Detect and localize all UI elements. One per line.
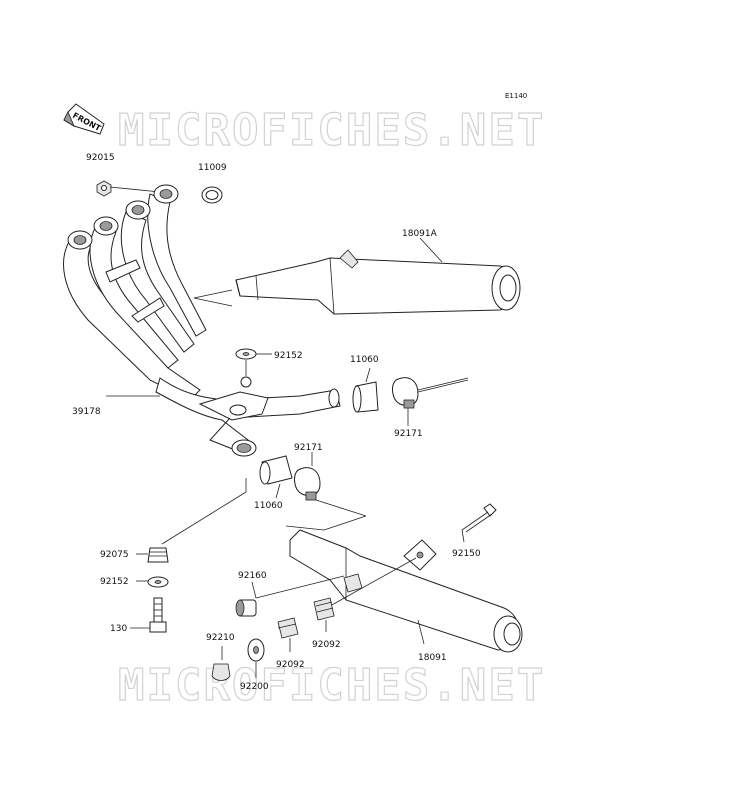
washer-92200-icon	[247, 638, 265, 662]
header-pipes-39178-icon	[63, 184, 341, 457]
label-92171-lower: 92171	[294, 443, 323, 453]
clamp-92171-upper-icon	[392, 377, 419, 409]
watermark-bottom: MICROFICHES.NET	[118, 660, 545, 711]
bolt-92150-icon	[461, 503, 497, 533]
clamp-92171-lower-icon	[294, 467, 321, 501]
label-18091: 18091	[418, 653, 447, 663]
label-92092-right: 92092	[312, 640, 341, 650]
collar-92160-icon	[235, 599, 257, 617]
rubber-92092-left-icon	[277, 617, 299, 639]
gasket-11009-icon	[201, 186, 223, 204]
label-11060-lower: 11060	[254, 501, 283, 511]
label-92210: 92210	[206, 633, 235, 643]
label-92171-upper: 92171	[394, 429, 423, 439]
grommet-92075-icon	[147, 547, 169, 563]
label-11060-upper: 11060	[350, 355, 379, 365]
label-18091a: 18091A	[402, 229, 438, 239]
label-92092-left: 92092	[276, 660, 305, 670]
bolt-130-icon	[149, 597, 167, 633]
washer-92152-lower-icon	[147, 576, 169, 588]
sleeve-11060-lower-icon	[259, 455, 293, 485]
nut-92210-icon	[211, 663, 231, 681]
label-92015: 92015	[86, 153, 115, 163]
rubber-92092-right-icon	[313, 597, 335, 621]
front-arrow-icon: FRONT	[63, 103, 105, 135]
label-92160: 92160	[238, 571, 267, 581]
muffler-18091a-icon	[235, 249, 521, 315]
nut-92015-icon	[96, 180, 112, 197]
washer-92152-upper-icon	[235, 348, 257, 360]
label-11009: 11009	[198, 163, 227, 173]
sleeve-11060-upper-icon	[352, 381, 379, 413]
label-92200: 92200	[240, 682, 269, 692]
label-92150: 92150	[452, 549, 481, 559]
label-39178: 39178	[72, 407, 101, 417]
muffler-18091-icon	[289, 529, 523, 653]
label-92075: 92075	[100, 550, 129, 560]
watermark-top: MICROFICHES.NET	[118, 105, 545, 156]
diagram-code: E1140	[505, 92, 527, 100]
label-92152-lower: 92152	[100, 577, 129, 587]
label-92152-upper: 92152	[274, 351, 303, 361]
label-130: 130	[110, 624, 127, 634]
